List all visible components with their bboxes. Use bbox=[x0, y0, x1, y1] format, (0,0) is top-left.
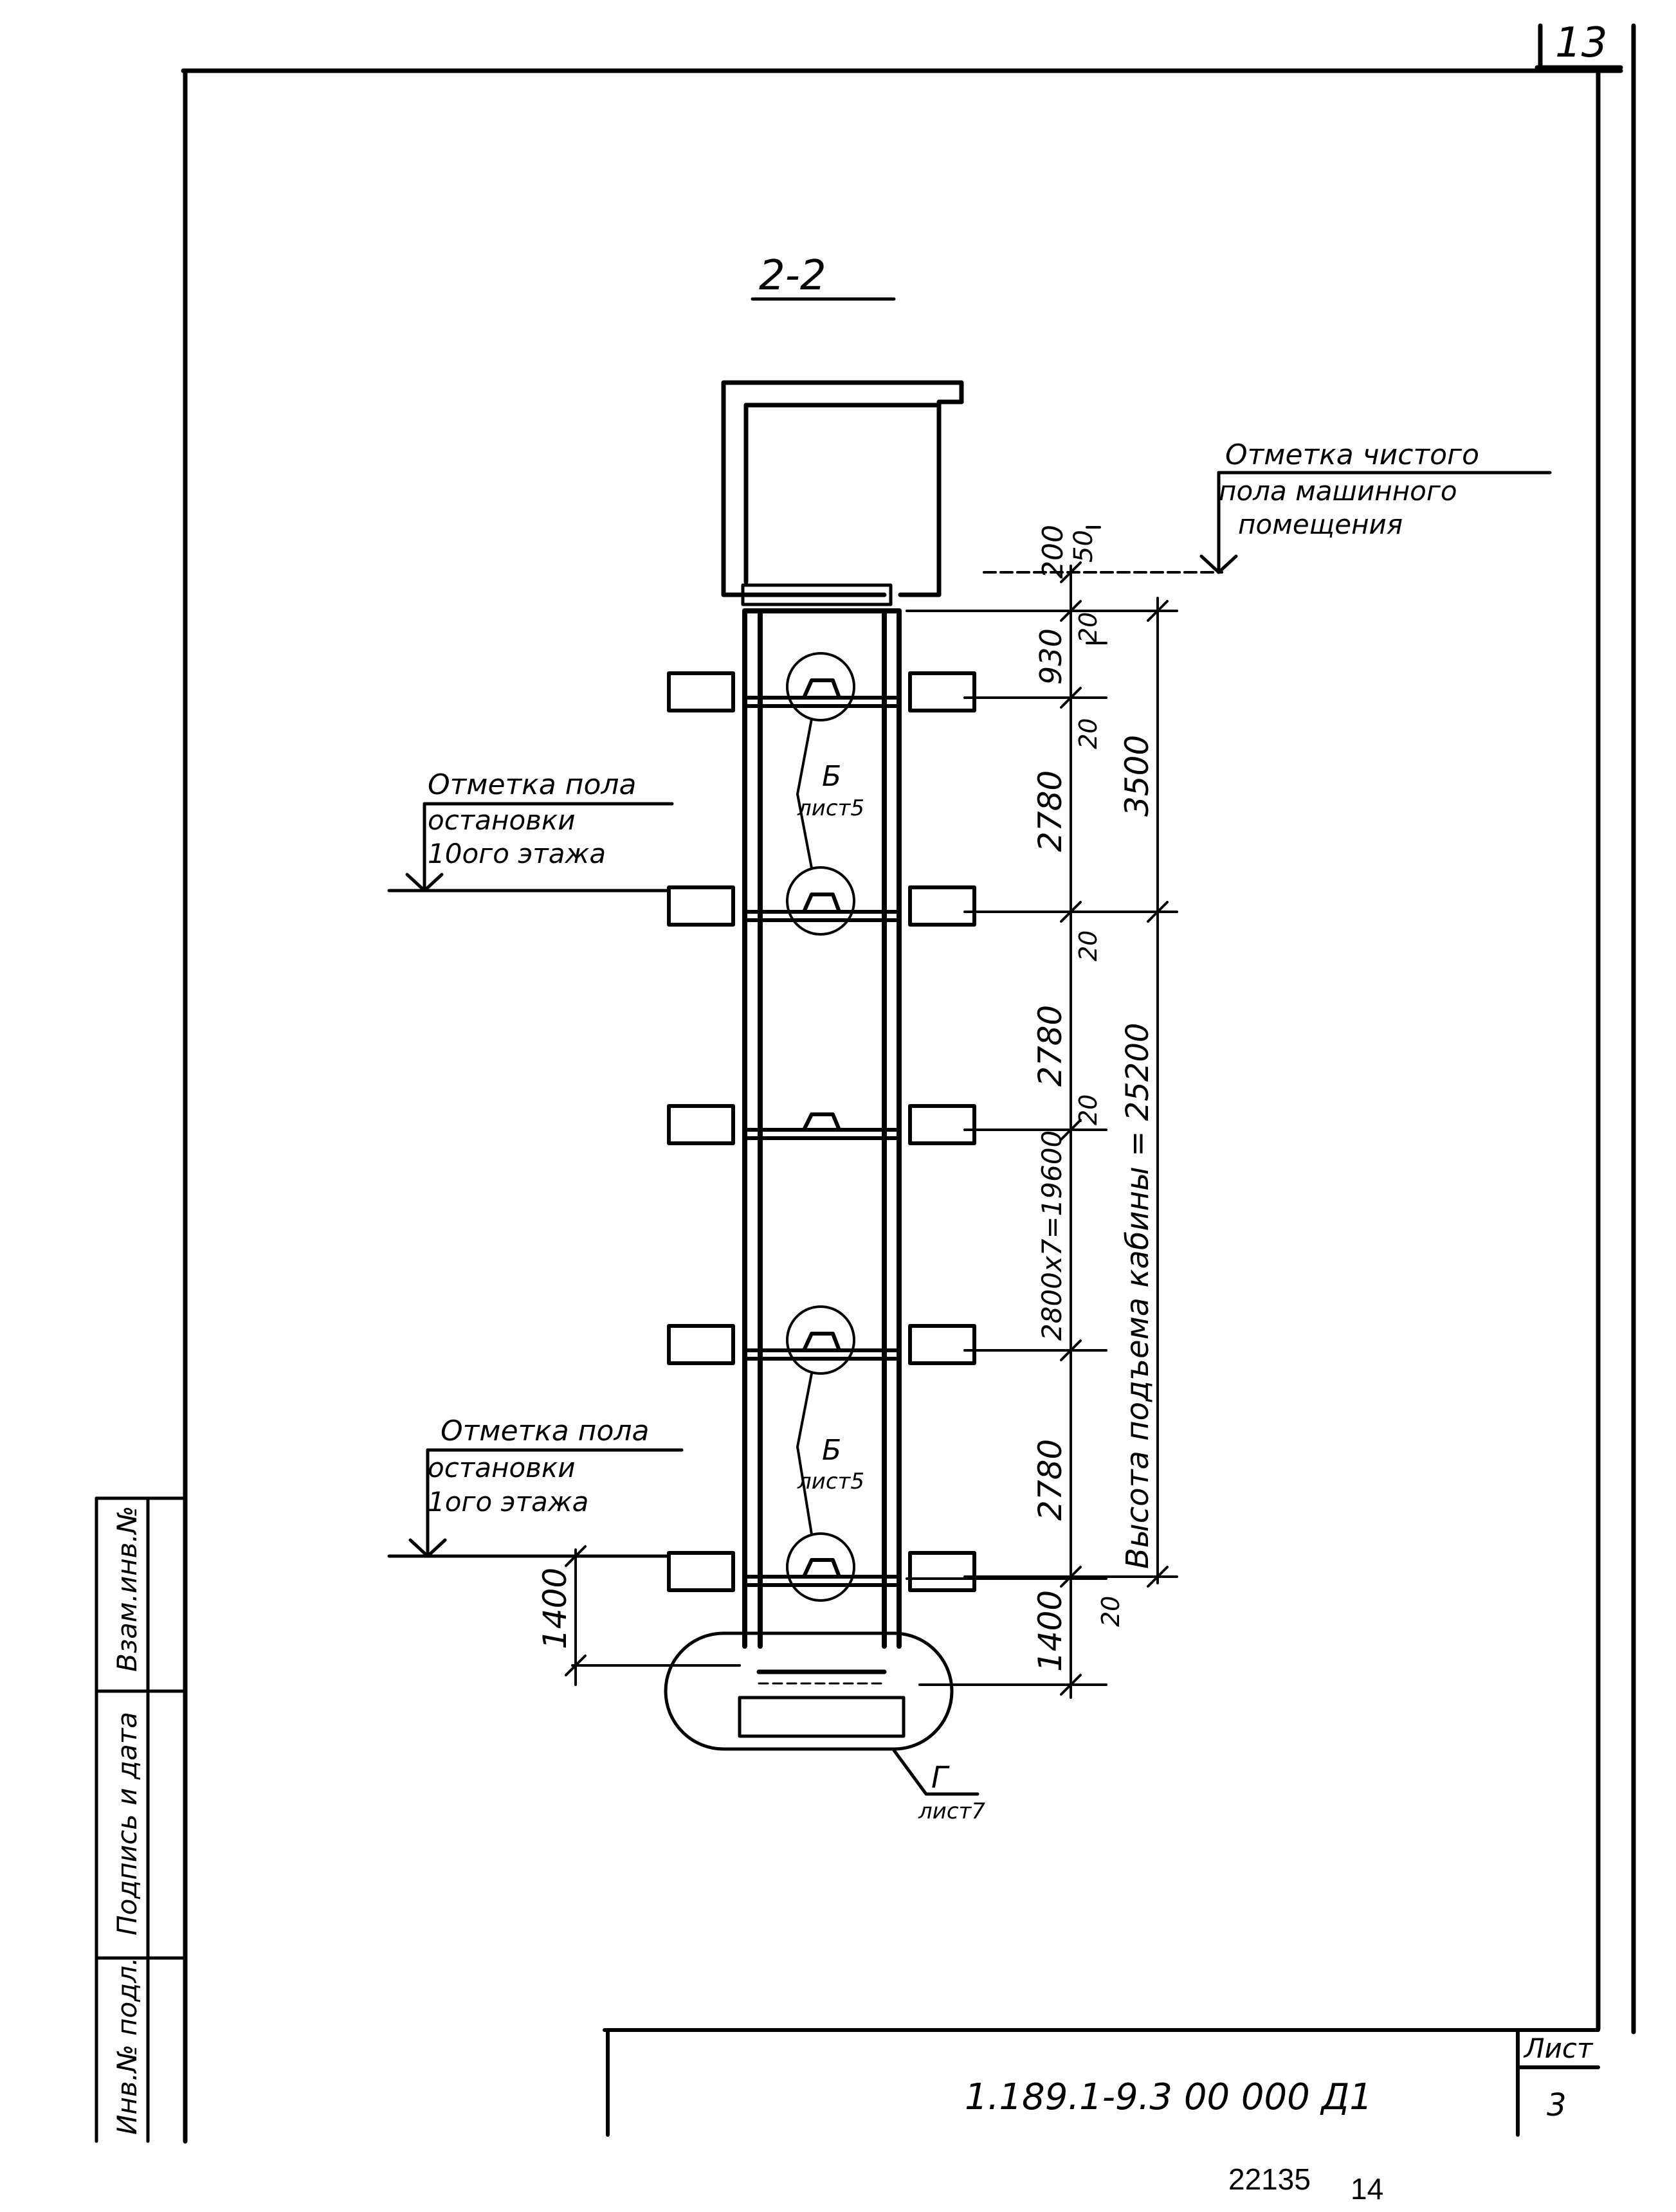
dim-1400-left: 1400 bbox=[536, 1568, 574, 1649]
footer-right-number: 14 bbox=[1351, 2172, 1383, 2206]
callout-g-sheet: лист7 bbox=[918, 1799, 985, 1824]
pit-buffer bbox=[664, 1631, 979, 1796]
floor10-label-3: 10ого этажа bbox=[428, 838, 606, 869]
floor1-label-1: Отметка пола bbox=[441, 1415, 649, 1447]
dim-50: 50 bbox=[1069, 530, 1098, 563]
dim-2800x7: 2800x7=19600 bbox=[1036, 1130, 1068, 1341]
dim-20-top: 20 bbox=[1074, 612, 1102, 643]
side-stamp bbox=[95, 1496, 187, 2143]
machine-room-label-1: Отметка чистого bbox=[1225, 439, 1479, 471]
footer-left-number: 22135 bbox=[1228, 2162, 1311, 2196]
callout-circles bbox=[786, 652, 855, 1602]
dimension-lines bbox=[565, 526, 1223, 1699]
stamp-replaced-label: Взам.инв.№ bbox=[111, 1506, 143, 1672]
dim-2780-c: 2780 bbox=[1032, 1439, 1069, 1521]
dim-20-c: 20 bbox=[1074, 1094, 1102, 1125]
dim-20-bottom: 20 bbox=[1097, 1596, 1125, 1627]
machine-room bbox=[721, 380, 964, 606]
callout-b-upper: Б bbox=[822, 760, 841, 793]
dim-2780-a: 2780 bbox=[1032, 770, 1069, 852]
floor10-label-1: Отметка пола bbox=[428, 768, 636, 801]
stamp-signature-label: Подпись и дата bbox=[111, 1712, 143, 1936]
document-code: 1.189.1-9.3 00 000 Д1 bbox=[965, 2076, 1372, 2118]
dim-200: 200 bbox=[1037, 525, 1070, 579]
floor1-label-3: 1ого этажа bbox=[428, 1486, 588, 1518]
dim-3500: 3500 bbox=[1118, 735, 1156, 817]
sheet-frame bbox=[181, 23, 1636, 2144]
machine-room-label-3: помещения bbox=[1238, 509, 1403, 540]
sheet-number: 3 bbox=[1547, 2087, 1567, 2123]
dim-lift-height: Высота подъема кабины = 25200 bbox=[1120, 1023, 1156, 1569]
dim-20-a: 20 bbox=[1074, 718, 1102, 749]
callout-g: Г bbox=[931, 1760, 950, 1795]
stamp-inventory-label: Инв.№ подл. bbox=[111, 1957, 143, 2135]
floor1-label-2: остановки bbox=[428, 1452, 576, 1483]
sheet-corner-number: 13 bbox=[1555, 19, 1607, 67]
dim-2780-b: 2780 bbox=[1032, 1005, 1069, 1087]
floor-slabs bbox=[743, 678, 901, 1587]
dim-20-b: 20 bbox=[1074, 930, 1102, 961]
section-title: 2-2 bbox=[759, 252, 826, 300]
callout-b-lower: Б bbox=[822, 1434, 841, 1467]
floor10-label-2: остановки bbox=[428, 804, 576, 836]
dim-1400-right: 1400 bbox=[1032, 1590, 1069, 1672]
callout-b-lower-sheet: лист5 bbox=[797, 1469, 864, 1494]
callout-b-upper-sheet: лист5 bbox=[797, 795, 864, 821]
dim-930: 930 bbox=[1034, 628, 1068, 685]
title-block bbox=[603, 2028, 1600, 2137]
wall-stubs bbox=[667, 671, 976, 1592]
sheet-label: Лист bbox=[1523, 2033, 1594, 2064]
machine-room-label-2: пола машинного bbox=[1219, 475, 1457, 507]
level-markers bbox=[387, 471, 1552, 1558]
